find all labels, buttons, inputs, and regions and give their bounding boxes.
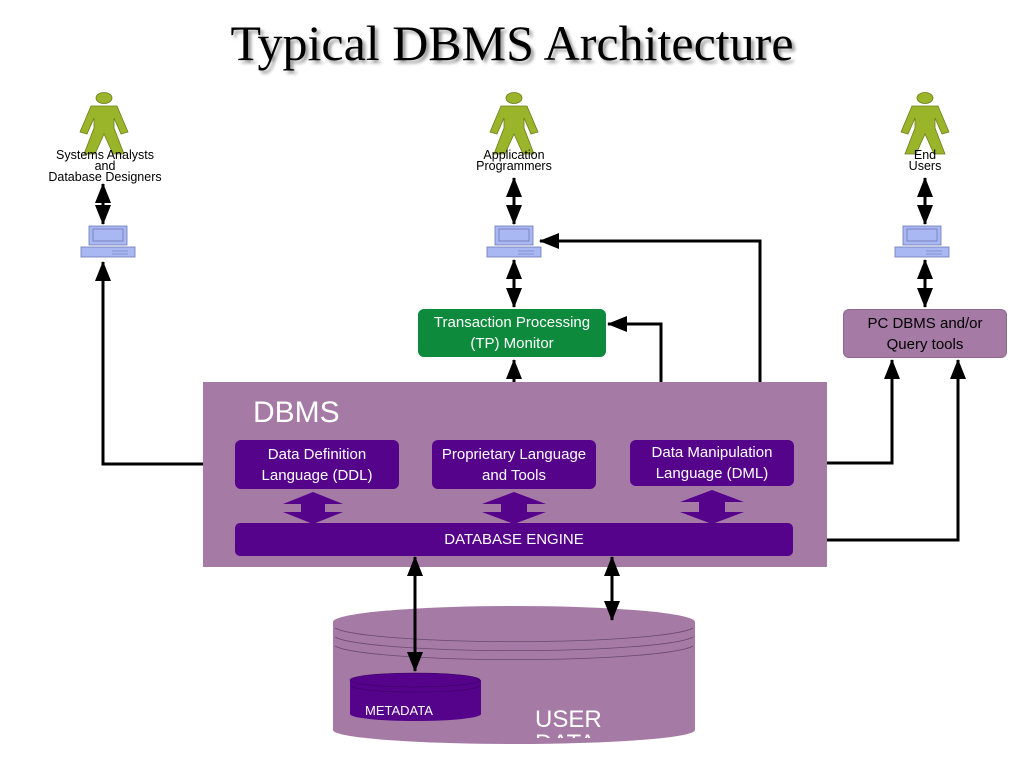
actor-label-programmers: Application Programmers bbox=[476, 148, 552, 173]
user-data-label-clip: USER DATA bbox=[535, 708, 655, 738]
arrow-analyst-ddl bbox=[95, 261, 233, 472]
ddl-box[interactable]: Data Definition Language (DDL) bbox=[235, 440, 399, 489]
actor-label-end-users: End Users bbox=[908, 148, 942, 173]
dbms-label: DBMS bbox=[253, 396, 340, 429]
pc-query-tools-box[interactable]: PC DBMS and/or Query tools bbox=[843, 309, 1007, 358]
double-arrow-ddl-engine bbox=[283, 492, 343, 524]
metadata-cylinder-body bbox=[350, 680, 481, 722]
double-arrow-dml-engine bbox=[680, 490, 744, 524]
arrow-engine-pctools bbox=[795, 359, 966, 548]
user-data-cylinder-top bbox=[333, 606, 695, 638]
metadata-label: METADATA bbox=[365, 703, 433, 718]
page-title: Typical DBMS Architecture bbox=[230, 15, 794, 71]
metadata-cylinder-top bbox=[349, 672, 481, 688]
tp-monitor-box[interactable]: Transaction Processing (TP) Monitor bbox=[418, 309, 606, 357]
proprietary-tools-box[interactable]: Proprietary Language and Tools bbox=[432, 440, 596, 489]
actor-label-analysts: Systems Analysts and Database Designers bbox=[48, 148, 162, 184]
user-data-label: USER DATA bbox=[535, 708, 602, 738]
dml-box[interactable]: Data Manipulation Language (DML) bbox=[630, 440, 794, 486]
double-arrow-proprietary-engine bbox=[482, 492, 546, 524]
arrow-programmer-dml bbox=[539, 233, 768, 439]
database-engine-bar[interactable]: DATABASE ENGINE bbox=[235, 523, 793, 556]
